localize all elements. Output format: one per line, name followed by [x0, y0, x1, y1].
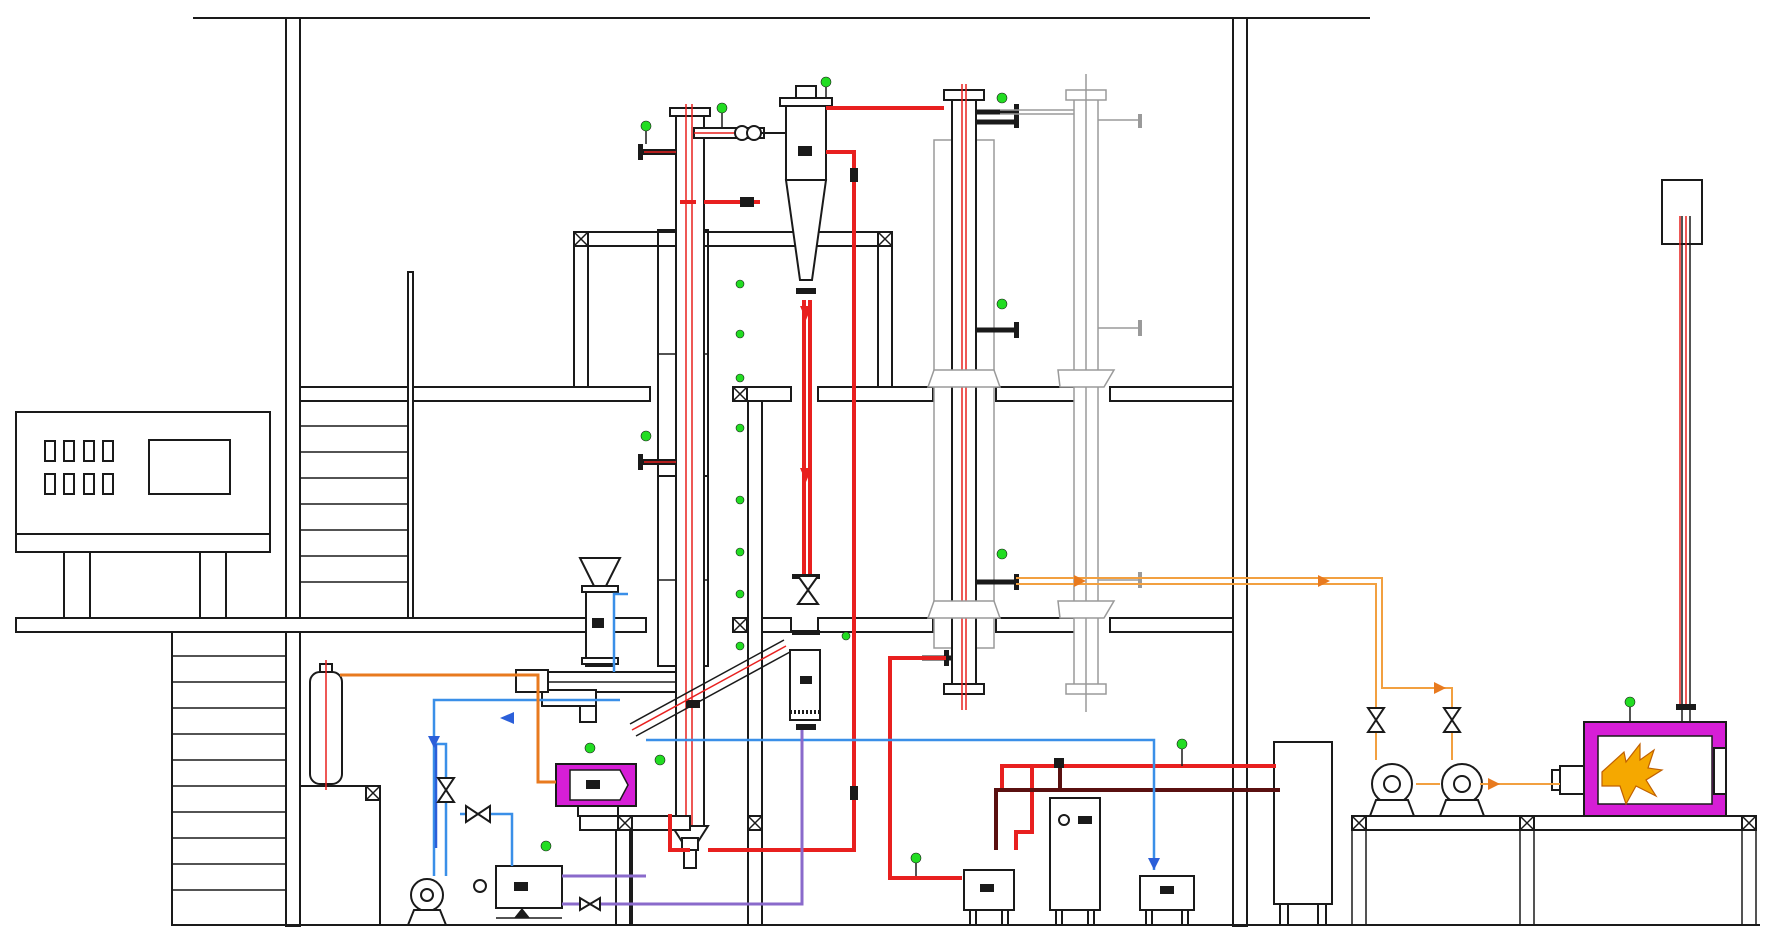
furnace: [1551, 721, 1727, 817]
control-panel-indicators: [44, 440, 114, 495]
feed-hopper: [515, 557, 677, 723]
oil-tank-center: [963, 869, 1015, 926]
burner-pumps: [1368, 763, 1486, 817]
valve-icon: [1366, 718, 1386, 733]
storage-tank: [299, 660, 381, 926]
sensor-icon: [735, 423, 745, 433]
sensor-icon: [654, 754, 666, 766]
sensor-icon: [716, 102, 728, 114]
valve-icon: [588, 896, 601, 912]
lower-floor-left: [15, 617, 647, 633]
sensor-icon: [1624, 696, 1636, 708]
valve-icon: [465, 804, 480, 824]
product-separator: [789, 574, 821, 730]
tall-vessel: [1049, 797, 1101, 926]
control-panel-screen: [148, 439, 231, 495]
valves: [436, 168, 1462, 912]
cyclone-separator: [734, 85, 833, 294]
valve-icon: [796, 575, 820, 592]
sensor-icon: [735, 547, 745, 557]
cooling-water-lines: [428, 592, 1160, 906]
valve-icon: [436, 788, 456, 803]
reactor-column: [638, 104, 790, 869]
sensor-icon: [1176, 738, 1188, 750]
oil-tank-right: [1139, 875, 1195, 926]
sensor-icon: [735, 495, 745, 505]
valve-icon: [796, 588, 820, 605]
sensor-icon: [910, 852, 922, 864]
sensor-icon: [735, 279, 745, 289]
valve-icon: [1442, 707, 1462, 722]
sensor-icon: [640, 120, 652, 132]
sensor-icon: [996, 298, 1008, 310]
sensor-icon: [996, 92, 1008, 104]
sensor-icon: [735, 589, 745, 599]
sensor-icon: [540, 840, 552, 852]
sensor-icon: [820, 76, 832, 88]
valve-icon: [476, 804, 491, 824]
upper-floor-left: [299, 386, 651, 402]
lower-stairs: [171, 631, 287, 926]
flame-icon: [1601, 742, 1664, 806]
condenser-column: [922, 84, 1019, 710]
storage-cabinet: [1273, 741, 1333, 926]
sensor-icon: [996, 548, 1008, 560]
sensor-icon: [584, 742, 596, 754]
furnace-platform: [1351, 815, 1757, 925]
valve-icon: [1442, 718, 1462, 733]
sensor-icon: [841, 631, 851, 641]
column-flange: [686, 700, 700, 708]
circulation-pump-left: [406, 878, 448, 926]
sensor-icon: [735, 641, 745, 651]
sensor-icon: [735, 329, 745, 339]
top-platform: [573, 231, 893, 247]
valve-icon: [579, 896, 592, 912]
valve-icon: [436, 777, 456, 792]
sensors: [540, 76, 1636, 876]
floor-brackets: [617, 386, 763, 831]
sensor-icon: [640, 430, 652, 442]
control-panel: [15, 411, 271, 619]
hot-gas-lines: [629, 106, 1280, 880]
standby-column: [1000, 74, 1142, 712]
chimney: [1661, 179, 1703, 722]
collection-tank-left: [473, 865, 563, 919]
oil-lines: [340, 575, 1560, 790]
sensor-icon: [735, 373, 745, 383]
upper-stairs: [299, 400, 409, 619]
valve-icon: [1366, 707, 1386, 722]
electric-heater: [555, 763, 691, 926]
